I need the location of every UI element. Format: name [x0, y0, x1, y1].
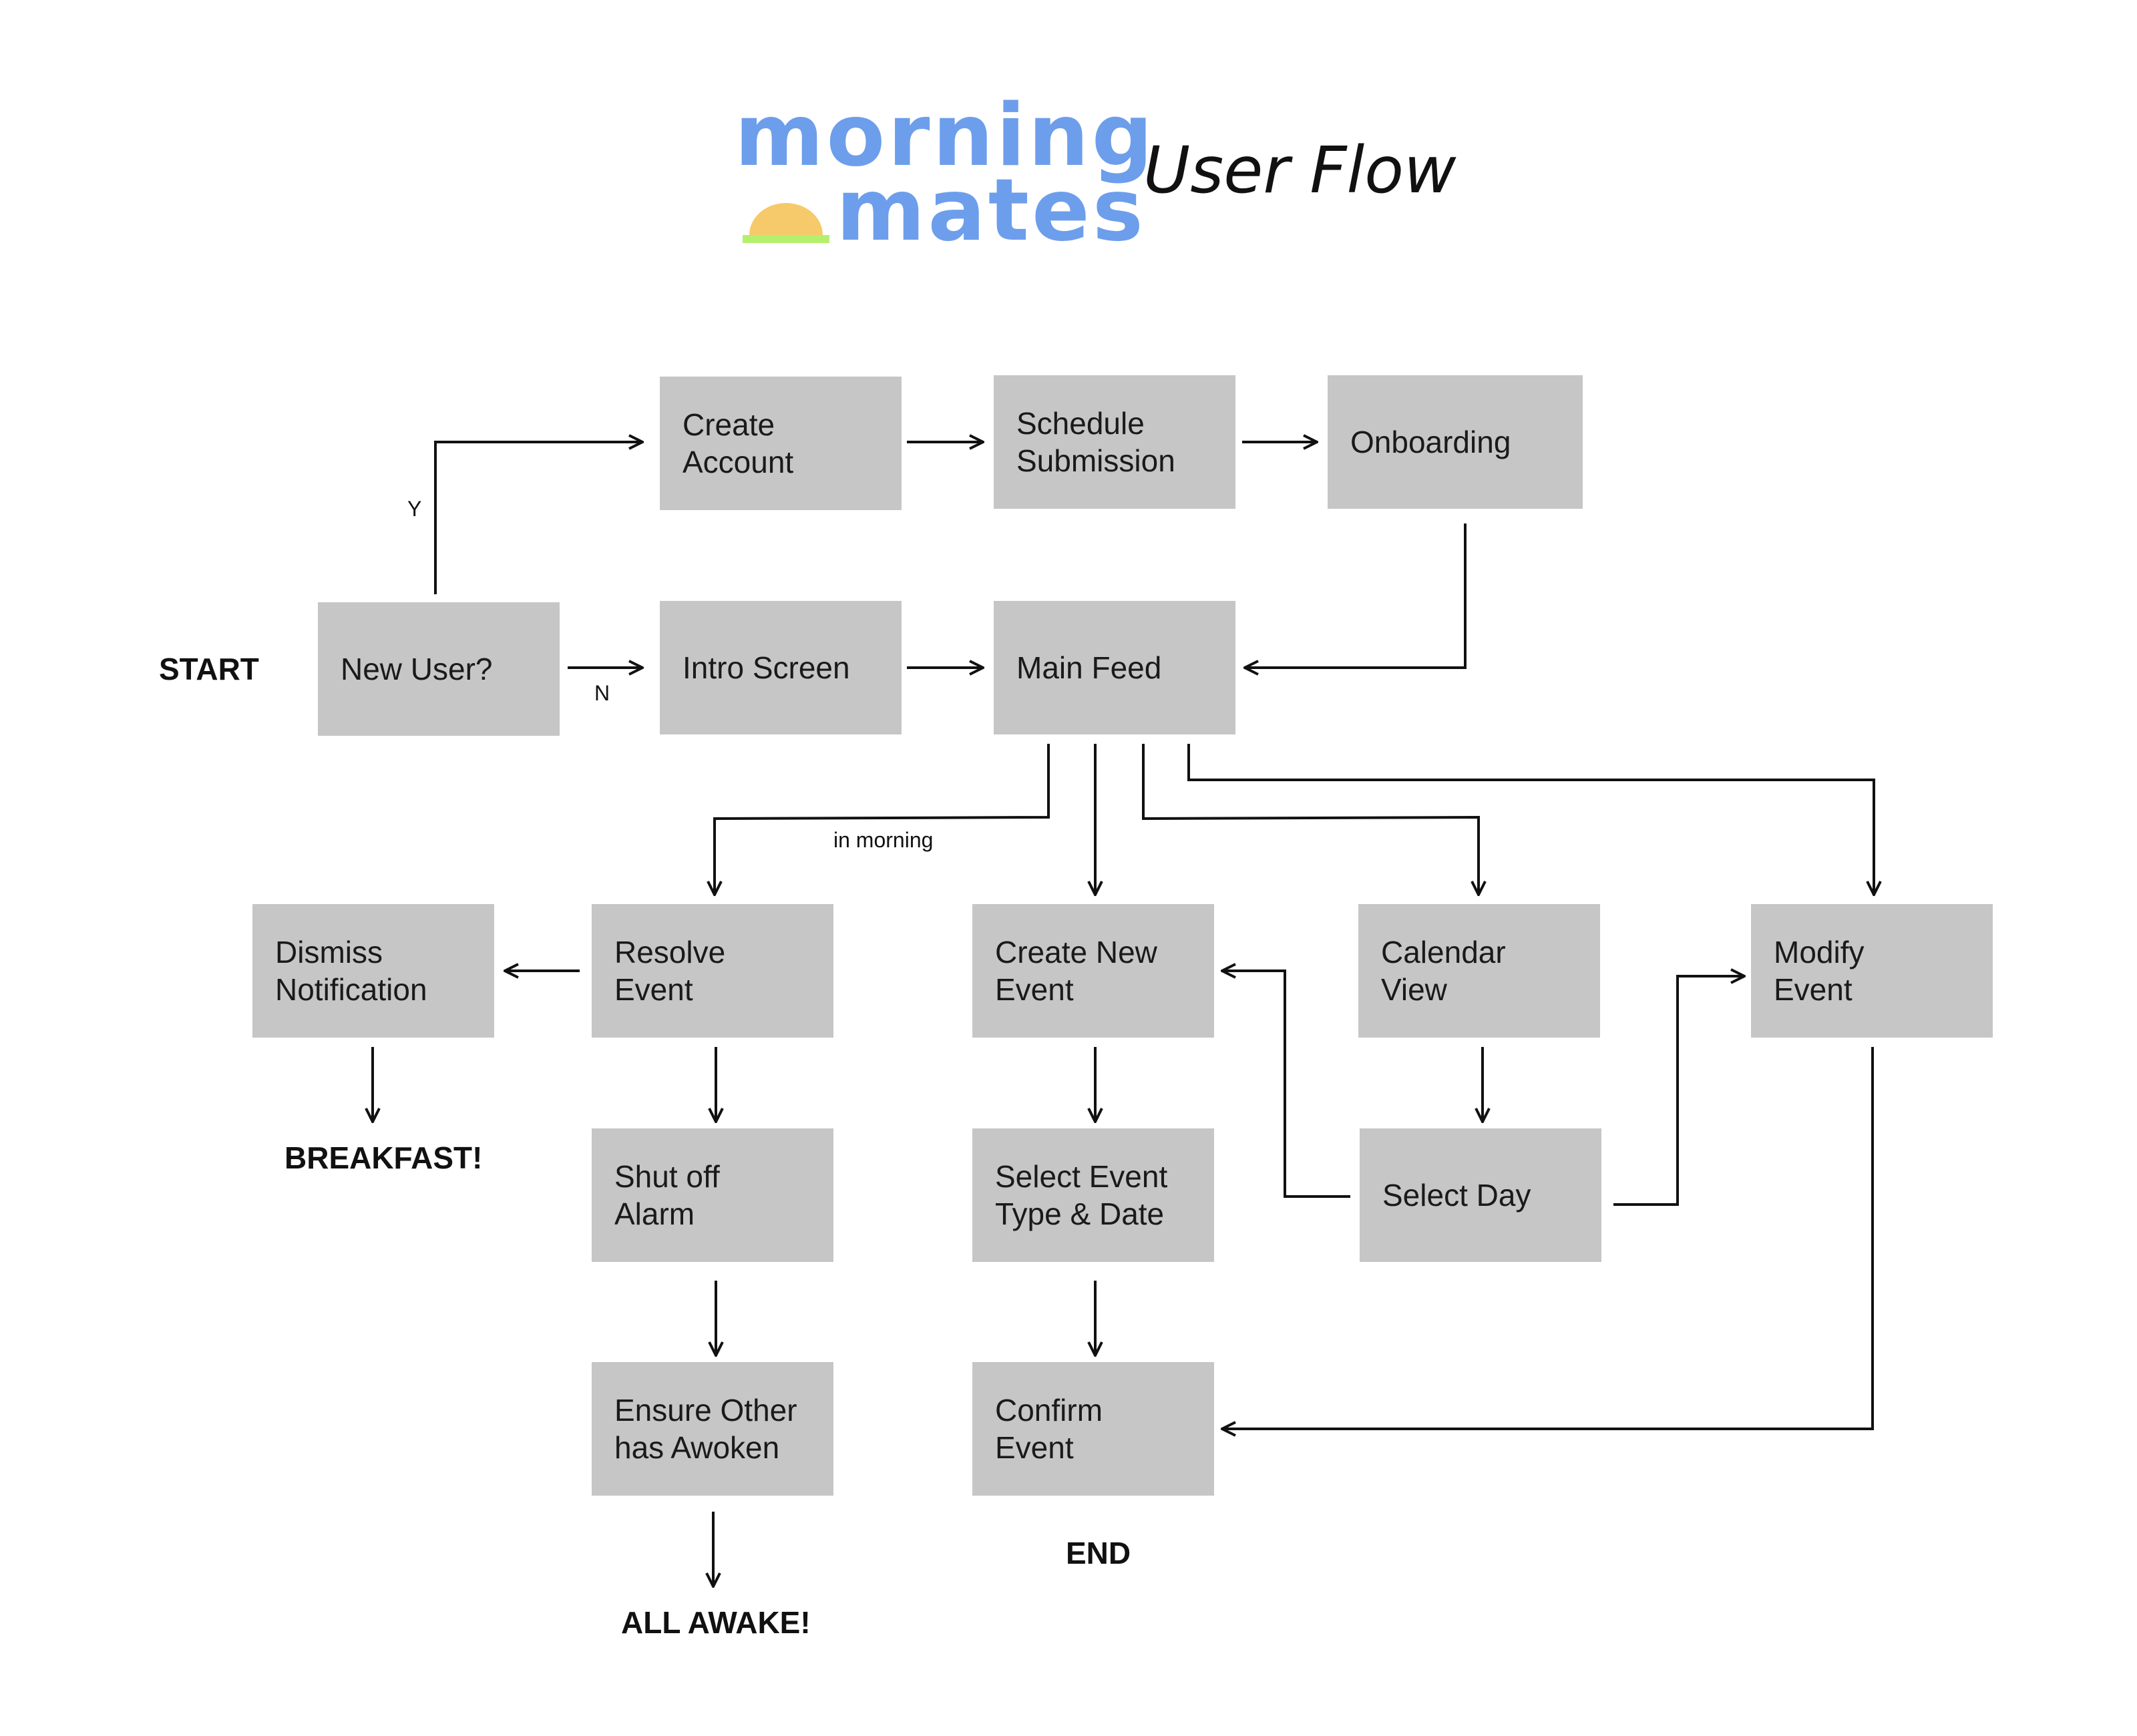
start-terminal: START — [159, 652, 259, 686]
node-create-new-event: Create New Event — [972, 904, 1214, 1038]
edge-onboarding-to-main-feed — [1245, 523, 1467, 668]
node-label: Schedule Submission — [1016, 406, 1175, 478]
node-resolve-event: Resolve Event — [592, 904, 833, 1038]
node-label: Ensure Other has Awoken — [614, 1393, 797, 1465]
end-terminal: END — [1066, 1536, 1131, 1570]
node-schedule-submission: Schedule Submission — [994, 375, 1235, 509]
node-calendar-view: Calendar View — [1358, 904, 1600, 1038]
edge-new-user-to-create-account — [434, 442, 642, 594]
node-label: Create New Event — [995, 935, 1157, 1007]
node-label: Onboarding — [1350, 425, 1511, 459]
node-new-user: New User? — [318, 602, 560, 736]
edge-main-feed-to-resolve-event — [715, 744, 1050, 895]
edge-modify-event-to-confirm-event — [1222, 1047, 1874, 1429]
edge-main-feed-to-modify-event — [1187, 744, 1874, 895]
node-main-feed: Main Feed — [994, 601, 1235, 734]
header: morning mates User Flow — [0, 0, 2137, 267]
node-select-day: Select Day — [1360, 1128, 1601, 1262]
morning-mates-logo: morning mates — [735, 93, 1153, 254]
all-awake-terminal: ALL AWAKE! — [621, 1605, 811, 1640]
node-ensure-other-awoken: Ensure Other has Awoken — [592, 1362, 833, 1496]
breakfast-terminal: BREAKFAST! — [284, 1140, 483, 1175]
node-label: Calendar View — [1381, 935, 1506, 1007]
node-dismiss-notification: Dismiss Notification — [252, 904, 494, 1038]
page-title: User Flow — [1143, 133, 1456, 208]
node-intro-screen: Intro Screen — [660, 601, 902, 734]
node-label: Create Account — [683, 407, 794, 479]
edge-label-no: N — [594, 681, 610, 705]
edge-select-day-to-create-new-event — [1222, 971, 1350, 1198]
node-label: Modify Event — [1774, 935, 1865, 1007]
node-modify-event: Modify Event — [1751, 904, 1993, 1038]
sunrise-icon — [743, 203, 829, 243]
logo-text-mates: mates — [836, 161, 1146, 260]
node-label: Select Event Type & Date — [995, 1159, 1168, 1231]
node-label: Dismiss Notification — [275, 935, 427, 1007]
node-onboarding: Onboarding — [1328, 375, 1583, 509]
edge-label-yes: Y — [407, 497, 422, 521]
node-label: Select Day — [1382, 1178, 1531, 1213]
node-confirm-event: Confirm Event — [972, 1362, 1214, 1496]
edge-main-feed-to-calendar-view — [1142, 744, 1479, 895]
node-label: Shut off Alarm — [614, 1159, 720, 1231]
edge-label-in-morning: in morning — [833, 828, 934, 852]
node-select-event-type-date: Select Event Type & Date — [972, 1128, 1214, 1262]
node-label: Confirm Event — [995, 1393, 1103, 1465]
node-create-account: Create Account — [660, 377, 902, 510]
node-shut-off-alarm: Shut off Alarm — [592, 1128, 833, 1262]
logo-text-morning: morning — [735, 86, 1156, 186]
node-label: Resolve Event — [614, 935, 726, 1007]
node-label: Intro Screen — [683, 650, 850, 685]
node-label: Main Feed — [1016, 650, 1162, 685]
edge-select-day-to-modify-event — [1613, 976, 1744, 1206]
node-label: New User? — [341, 652, 493, 686]
